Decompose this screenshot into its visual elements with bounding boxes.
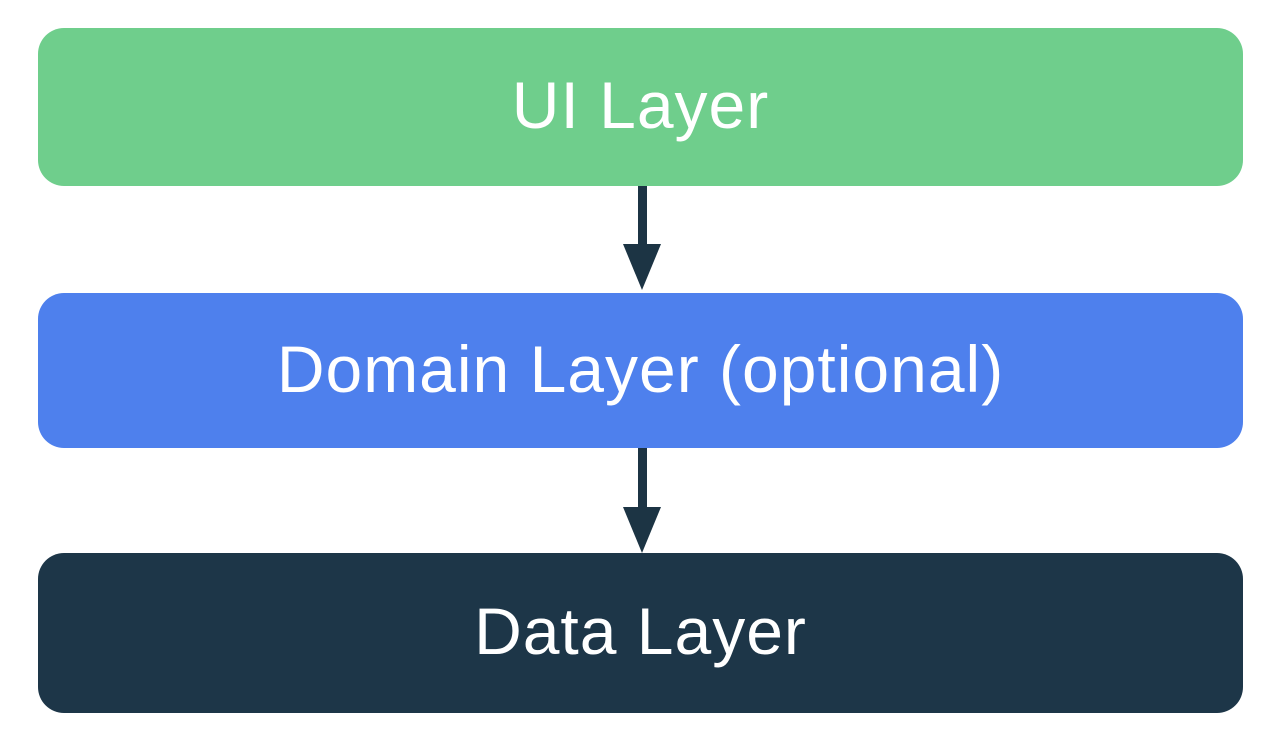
data-layer-box: Data Layer [38,553,1243,713]
domain-layer-box: Domain Layer (optional) [38,293,1243,448]
arrow-shaft [637,448,647,507]
down-arrowhead-icon [623,244,661,290]
arrow-ui-to-domain [623,186,661,290]
data-layer-label: Data Layer [474,594,807,668]
ui-layer-box: UI Layer [38,28,1243,186]
arrow-shaft [637,186,647,244]
down-arrowhead-icon [623,507,661,553]
arrow-domain-to-data [623,448,661,553]
ui-layer-label: UI Layer [511,68,770,142]
domain-layer-label: Domain Layer (optional) [276,331,1005,406]
